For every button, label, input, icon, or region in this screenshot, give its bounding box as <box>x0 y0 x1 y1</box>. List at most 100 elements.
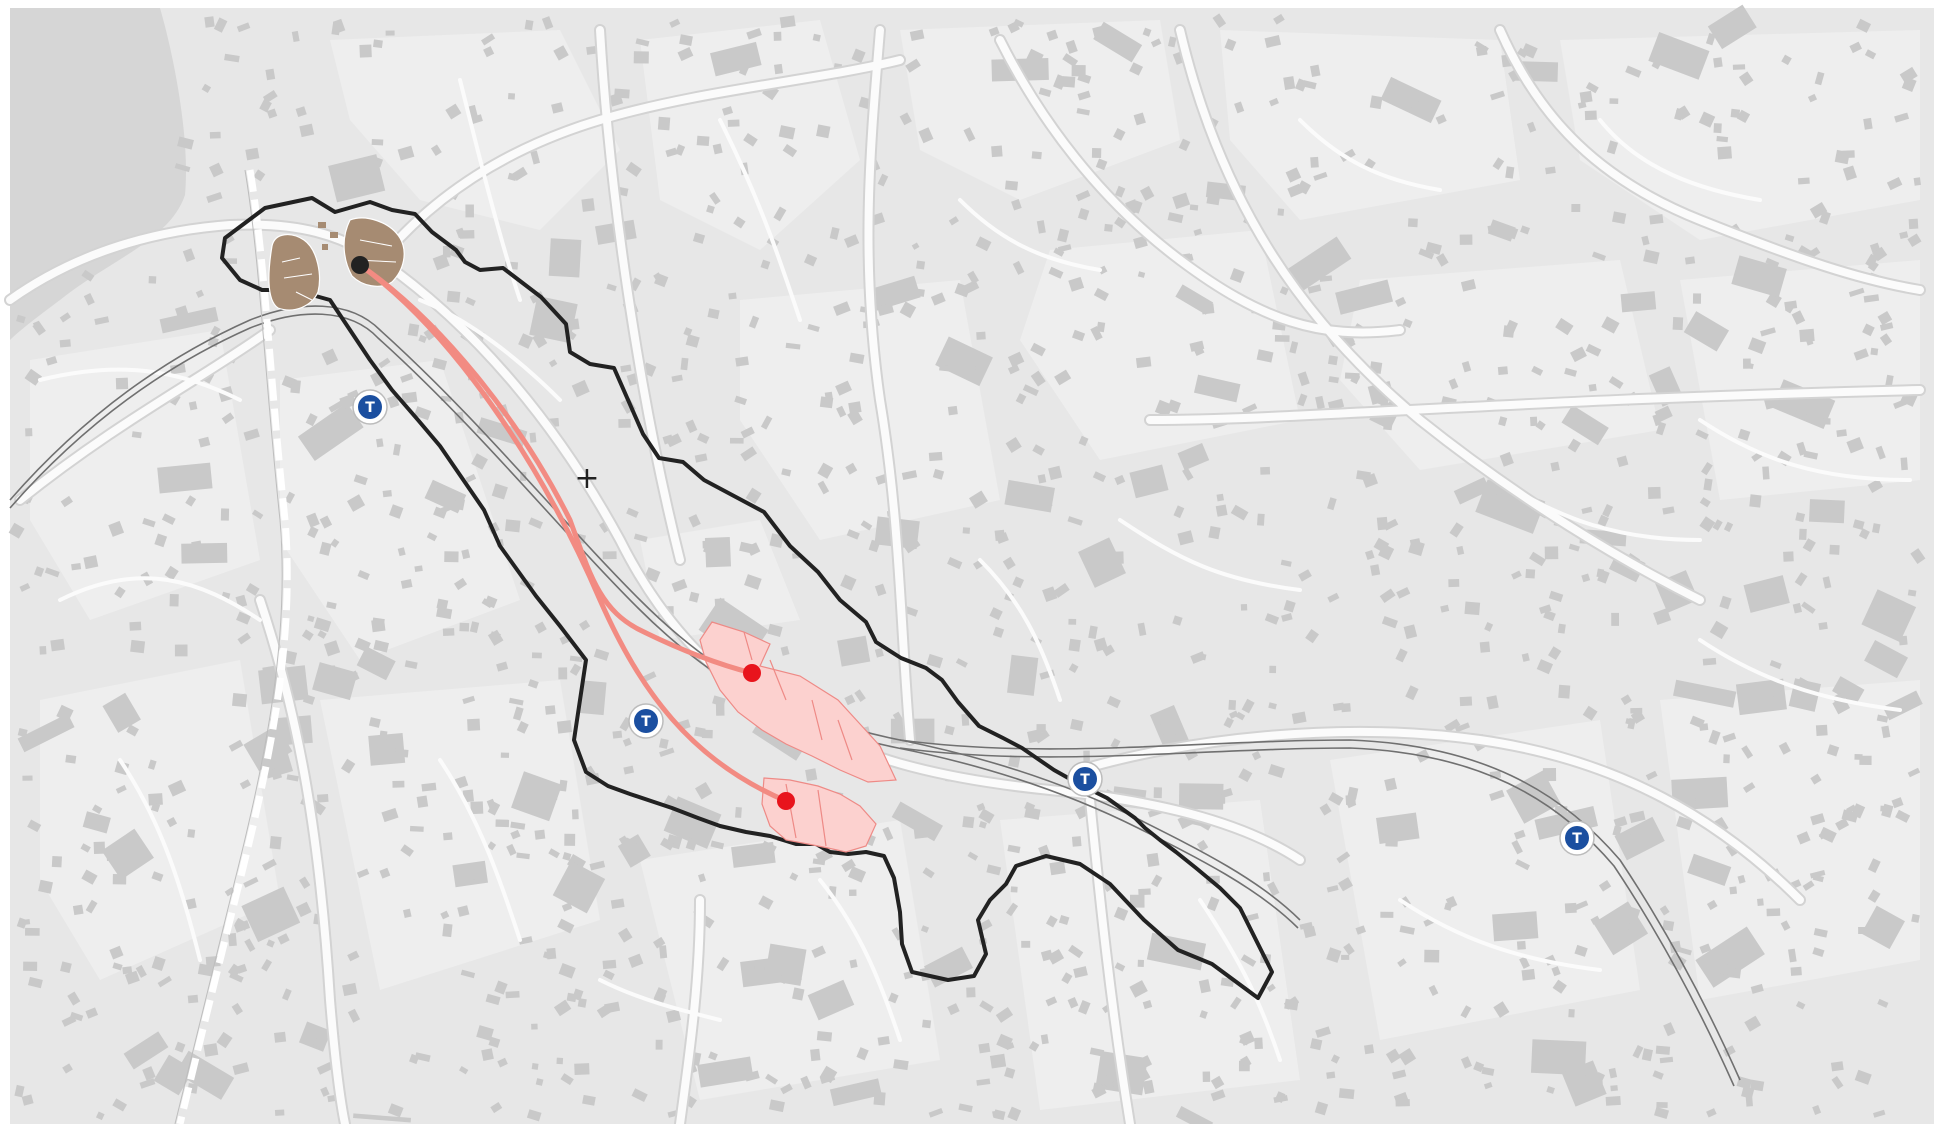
building <box>995 1007 1014 1023</box>
building <box>1810 813 1826 826</box>
building <box>1605 1096 1621 1106</box>
building <box>1057 244 1072 253</box>
building <box>1570 346 1587 363</box>
building <box>529 432 537 443</box>
building <box>1397 958 1407 968</box>
building <box>407 323 420 337</box>
building <box>59 339 71 348</box>
building <box>574 1063 590 1075</box>
building <box>571 379 590 398</box>
building <box>1178 783 1224 810</box>
building <box>495 819 510 828</box>
building <box>780 645 790 656</box>
building <box>1448 378 1459 390</box>
building <box>618 418 631 428</box>
building <box>744 574 762 590</box>
building <box>404 660 418 670</box>
building <box>816 1030 833 1042</box>
building <box>739 541 756 554</box>
building <box>877 173 889 187</box>
building <box>1399 925 1415 935</box>
metro-station-icon[interactable]: T <box>628 703 664 739</box>
building <box>1310 1038 1323 1051</box>
building <box>773 63 783 75</box>
building <box>1873 1109 1886 1118</box>
building <box>534 829 546 840</box>
building <box>655 1039 663 1050</box>
building <box>961 362 977 375</box>
building <box>236 963 248 974</box>
building <box>16 314 26 324</box>
building <box>453 577 468 591</box>
building <box>531 1063 539 1070</box>
building <box>1137 622 1147 636</box>
building <box>317 793 329 803</box>
building <box>1030 342 1046 357</box>
building <box>504 519 521 533</box>
building <box>1395 648 1408 663</box>
building <box>14 1084 25 1098</box>
metro-station-icon[interactable]: T <box>1559 820 1595 856</box>
building <box>241 886 301 943</box>
building <box>743 132 758 147</box>
building <box>1007 364 1020 375</box>
building <box>153 1054 195 1096</box>
building <box>1240 1055 1252 1068</box>
building <box>1328 792 1344 806</box>
plus-icon: + <box>574 461 599 496</box>
building <box>1596 568 1605 578</box>
building <box>1266 983 1276 993</box>
metro-station-icon[interactable]: T <box>352 389 388 425</box>
building <box>1818 826 1837 843</box>
building <box>849 889 857 896</box>
building <box>558 667 568 680</box>
building <box>623 837 638 849</box>
building <box>875 474 888 486</box>
building <box>1004 1067 1016 1079</box>
building <box>341 758 356 774</box>
building <box>939 365 953 372</box>
building <box>1548 646 1562 661</box>
building <box>1627 907 1641 923</box>
building <box>1854 1069 1872 1085</box>
building <box>657 116 671 131</box>
building <box>1712 519 1723 531</box>
building <box>1894 112 1910 123</box>
building <box>553 45 569 61</box>
building <box>353 474 368 486</box>
building <box>1571 204 1581 213</box>
building <box>1757 898 1764 906</box>
building <box>1428 984 1439 997</box>
building <box>157 462 213 494</box>
building <box>1514 829 1526 840</box>
building <box>368 717 381 728</box>
building <box>962 527 971 534</box>
metro-station-icon[interactable]: T <box>1067 761 1103 797</box>
building <box>490 1101 503 1114</box>
building <box>1481 1066 1495 1076</box>
metro-station-label: T <box>641 714 651 730</box>
building <box>259 99 272 113</box>
building <box>660 837 675 851</box>
building <box>486 798 496 809</box>
building <box>1895 809 1911 823</box>
building <box>418 334 427 343</box>
building <box>1405 685 1419 701</box>
building <box>548 359 558 368</box>
building <box>1598 880 1612 892</box>
building <box>175 305 189 318</box>
building <box>379 867 391 879</box>
building <box>1182 467 1194 481</box>
building <box>1492 157 1505 170</box>
building <box>1199 1010 1208 1019</box>
building <box>1900 457 1908 471</box>
building <box>1555 317 1574 336</box>
building <box>1077 537 1126 588</box>
building <box>1879 333 1893 347</box>
building <box>1645 770 1658 781</box>
building <box>1722 732 1737 743</box>
building <box>1744 1015 1762 1032</box>
building <box>1007 351 1025 368</box>
building <box>148 275 157 284</box>
